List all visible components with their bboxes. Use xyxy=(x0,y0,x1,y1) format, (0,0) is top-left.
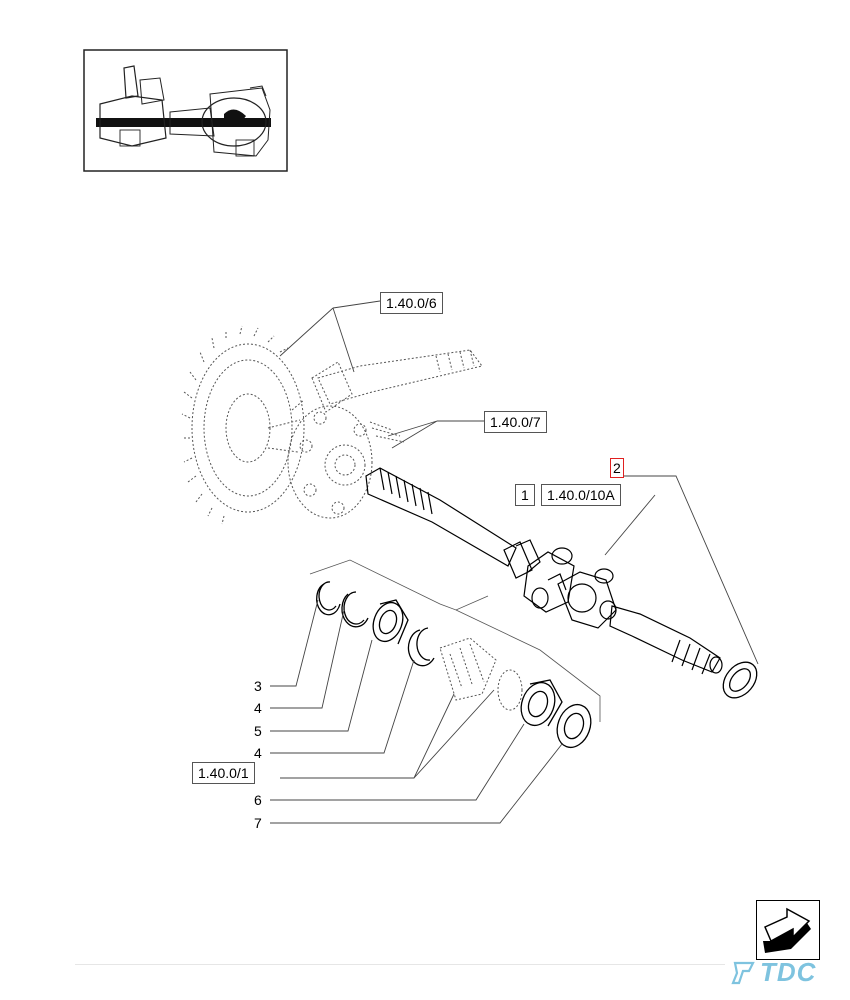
ref-1-40-0-7[interactable]: 1.40.0/7 xyxy=(484,411,547,433)
snap-ring-4b[interactable] xyxy=(407,627,435,667)
seal-ring[interactable] xyxy=(716,656,763,705)
tdc-logo-icon xyxy=(731,961,755,985)
seal-7[interactable] xyxy=(551,700,596,752)
brand-logo: TDC xyxy=(760,957,817,987)
ref-1-40-0-1[interactable]: 1.40.0/1 xyxy=(192,762,255,784)
ref-1-40-0-10a[interactable]: 1.40.0/10A xyxy=(541,484,621,506)
callout-7[interactable]: 7 xyxy=(254,815,262,831)
ring-gear[interactable] xyxy=(181,325,305,525)
arrow-return-icon[interactable] xyxy=(756,900,820,960)
callout-4b[interactable]: 4 xyxy=(254,745,262,761)
snap-ring-3[interactable] xyxy=(316,581,341,616)
bearing-5[interactable] xyxy=(368,598,409,645)
callout-5[interactable]: 5 xyxy=(254,723,262,739)
stub-shaft[interactable] xyxy=(609,605,723,675)
callout-3[interactable]: 3 xyxy=(254,678,262,694)
footer-divider xyxy=(75,964,725,965)
pinion-shaft[interactable] xyxy=(311,349,483,413)
axle-shaft[interactable] xyxy=(365,467,541,579)
bearing-6[interactable] xyxy=(515,678,563,730)
leader-lines xyxy=(270,300,759,824)
exploded-group-outline xyxy=(309,559,601,722)
ref-item-1[interactable]: 1 xyxy=(515,484,535,506)
callout-6[interactable]: 6 xyxy=(254,792,262,808)
snap-ring-4a[interactable] xyxy=(341,591,369,628)
ref-1-40-0-6[interactable]: 1.40.0/6 xyxy=(380,292,443,314)
differential-housing[interactable] xyxy=(267,399,405,519)
callout-4a[interactable]: 4 xyxy=(254,700,262,716)
cardan-joint[interactable] xyxy=(523,547,617,629)
axle-assembly-thumbnail[interactable] xyxy=(83,49,288,172)
spacer-1-40-0-1[interactable] xyxy=(439,637,523,711)
ref-item-2[interactable]: 2 xyxy=(610,458,624,478)
